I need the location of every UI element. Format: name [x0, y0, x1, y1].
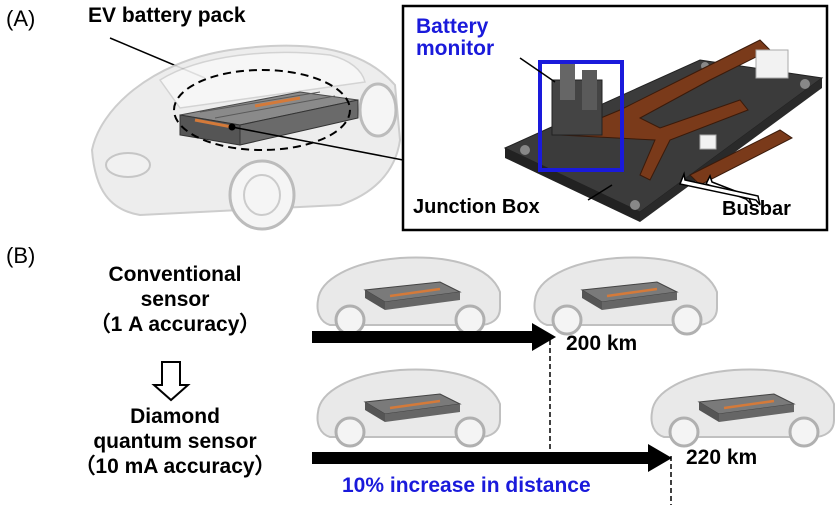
distance-200km: 200 km — [566, 332, 638, 355]
conventional-line2: sensor — [140, 288, 210, 311]
conventional-sensor-label: Conventional sensor （1 A accuracy） — [70, 262, 280, 337]
distance-increase-label: 10% increase in distance — [342, 474, 591, 497]
panel-b-label: (B) — [6, 243, 36, 268]
car-b-end-top — [533, 256, 718, 336]
panel-a-label: (A) — [6, 6, 36, 31]
junction-box-leader — [587, 184, 613, 201]
battery-monitor-label: Battery monitor — [416, 16, 494, 60]
connector-line — [231, 126, 404, 161]
junction-box-illustration — [503, 39, 824, 222]
car-b-start-bottom — [316, 368, 501, 448]
conventional-line1: Conventional — [108, 263, 242, 286]
conventional-line3: （1 A accuracy） — [89, 313, 261, 336]
distance-arrow-diamond — [312, 444, 672, 472]
car-b-end-bottom — [650, 368, 835, 448]
diamond-line3: （10 mA accuracy） — [74, 455, 276, 478]
battery-highlight-ellipse — [173, 69, 351, 151]
battery-monitor-leader — [519, 57, 556, 83]
diamond-sensor-label: Diamond quantum sensor （10 mA accuracy） — [50, 404, 300, 479]
ev-battery-pack-label: EV battery pack — [88, 4, 246, 27]
distance-220km: 220 km — [686, 446, 758, 469]
diamond-line1: Diamond — [130, 405, 220, 428]
improvement-arrow — [151, 361, 191, 402]
busbar-arrows — [678, 171, 761, 206]
battery-monitor-highlight — [538, 60, 624, 172]
busbar-label: Busbar — [722, 198, 791, 220]
diamond-line2: quantum sensor — [93, 430, 257, 453]
car-b-start-top — [316, 256, 501, 336]
distance-arrow-conventional — [312, 323, 556, 351]
battery-monitor-label-line2: monitor — [416, 37, 495, 60]
junction-box-label: Junction Box — [413, 196, 540, 218]
battery-monitor-label-line1: Battery — [416, 15, 489, 38]
